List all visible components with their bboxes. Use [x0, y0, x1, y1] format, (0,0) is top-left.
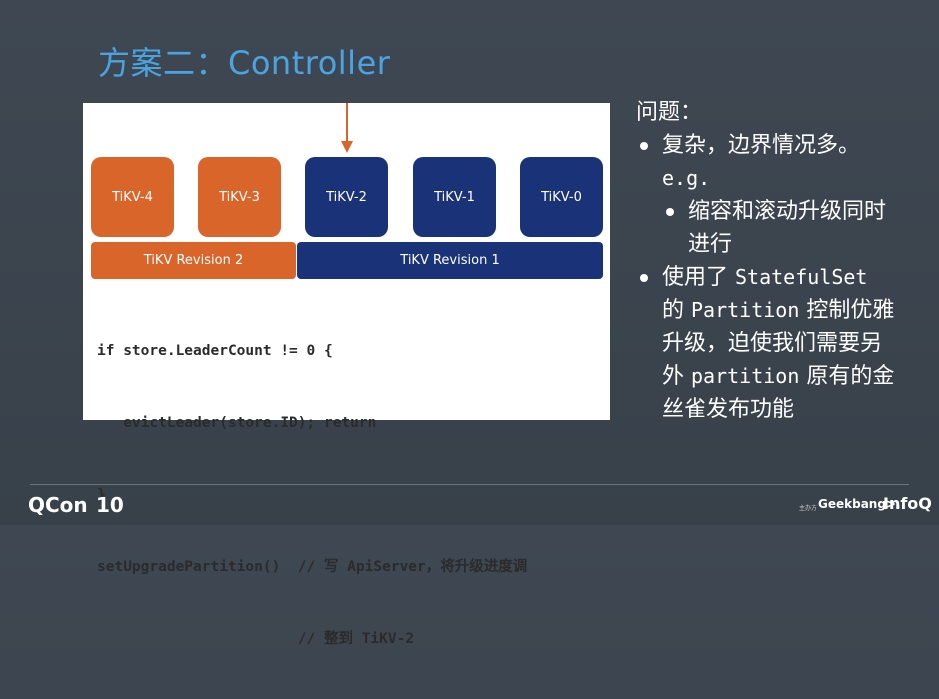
bullet-statefulset-line2: 的 Partition 控制优雅 [662, 298, 895, 323]
node-tikv-4: TiKV-4 [91, 157, 174, 237]
notes-panel: 问题： 复杂，边界情况多。 e.g. 缩容和滚动升级同时 进行 使用了 Stat… [636, 96, 926, 426]
footer-divider [30, 484, 909, 485]
sub-bullet-scale-cont: 进行 [688, 232, 733, 257]
code-line: evictLeader(store.ID); return [97, 415, 377, 431]
code-line: } [97, 487, 106, 503]
node-tikv-2: TiKV-2 [305, 157, 388, 237]
slide-title: 方案二：Controller [98, 44, 391, 82]
node-tikv-0: TiKV-0 [520, 157, 603, 237]
qcon-logo: QCon [28, 493, 88, 517]
code-line: if store.LeaderCount != 0 { [97, 343, 333, 359]
organizer-label: 主办方 [799, 505, 818, 512]
sub-bullet-scale: 缩容和滚动升级同时 [636, 195, 926, 228]
code-block: if store.LeaderCount != 0 { evictLeader(… [97, 291, 527, 699]
bullet-statefulset: 使用了 StatefulSet [636, 261, 926, 294]
code-line: // 整到 TiKV-2 [97, 631, 415, 647]
geekbang-logo: Geekbang>. [818, 497, 901, 511]
node-tikv-1: TiKV-1 [413, 157, 496, 237]
diagram-panel: TiKV-4 TiKV-3 TiKV-2 TiKV-1 TiKV-0 TiKV … [83, 103, 610, 647]
revision-2-bar: TiKV Revision 2 [91, 242, 296, 279]
node-tikv-3: TiKV-3 [198, 157, 281, 237]
bullet-eg: e.g. [662, 166, 711, 190]
infoq-logo: InfoQ [883, 494, 932, 513]
bullet-statefulset-line4: 外 partition 原有的金 [662, 364, 895, 389]
arrow-down-icon [341, 103, 353, 153]
code-line: setUpgradePartition() // 写 ApiServer，将升级… [97, 559, 528, 575]
bullet-statefulset-line5: 丝雀发布功能 [662, 397, 795, 422]
bullet-complex: 复杂，边界情况多。 [636, 129, 926, 162]
notes-heading: 问题： [636, 100, 703, 125]
revision-1-bar: TiKV Revision 1 [297, 242, 603, 279]
bullet-statefulset-line3: 升级，迫使我们需要另 [662, 331, 883, 356]
qcon-10-logo: 10 [96, 493, 124, 517]
